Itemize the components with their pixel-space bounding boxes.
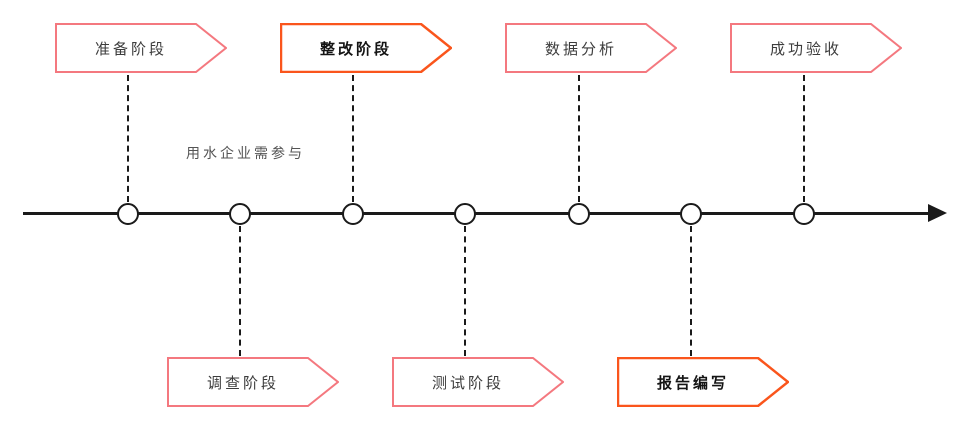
banner-data-analysis[interactable]: 数据分析 xyxy=(505,23,677,73)
timeline-node-4[interactable] xyxy=(454,203,476,225)
banner-label: 准备阶段 xyxy=(94,40,167,58)
banner-report-writing[interactable]: 报告编写 xyxy=(617,357,789,407)
banner-arrow-shape xyxy=(55,23,227,73)
connector-rectify-phase xyxy=(352,75,354,202)
timeline-axis xyxy=(23,212,930,215)
banner-test-phase[interactable]: 测试阶段 xyxy=(392,357,564,407)
timeline-node-6[interactable] xyxy=(680,203,702,225)
connector-acceptance xyxy=(803,75,805,202)
timeline-arrowhead-icon xyxy=(928,204,947,222)
banner-acceptance[interactable]: 成功验收 xyxy=(730,23,902,73)
connector-report-writing xyxy=(690,226,692,356)
connector-data-analysis xyxy=(578,75,580,202)
connector-survey-phase xyxy=(239,226,241,356)
banner-label: 报告编写 xyxy=(656,374,729,392)
banner-arrow-shape xyxy=(505,23,677,73)
banner-label: 整改阶段 xyxy=(319,40,392,58)
timeline-node-2[interactable] xyxy=(229,203,251,225)
connector-test-phase xyxy=(464,226,466,356)
banner-survey-phase[interactable]: 调查阶段 xyxy=(167,357,339,407)
banner-prepare-phase[interactable]: 准备阶段 xyxy=(55,23,227,73)
banner-rectify-phase[interactable]: 整改阶段 xyxy=(280,23,452,73)
banner-label: 成功验收 xyxy=(769,40,842,58)
banner-arrow-shape xyxy=(392,357,564,407)
banner-label: 数据分析 xyxy=(544,40,617,58)
timeline-node-7[interactable] xyxy=(793,203,815,225)
timeline-node-5[interactable] xyxy=(568,203,590,225)
banner-label: 调查阶段 xyxy=(206,374,279,392)
timeline-node-3[interactable] xyxy=(342,203,364,225)
connector-prepare-phase xyxy=(127,75,129,202)
timeline-node-1[interactable] xyxy=(117,203,139,225)
banner-arrow-shape xyxy=(617,357,789,407)
participation-note: 用水企业需参与 xyxy=(186,145,305,161)
banner-arrow-shape xyxy=(167,357,339,407)
banner-arrow-shape xyxy=(730,23,902,73)
banner-arrow-shape xyxy=(280,23,452,73)
banner-label: 测试阶段 xyxy=(431,374,504,392)
